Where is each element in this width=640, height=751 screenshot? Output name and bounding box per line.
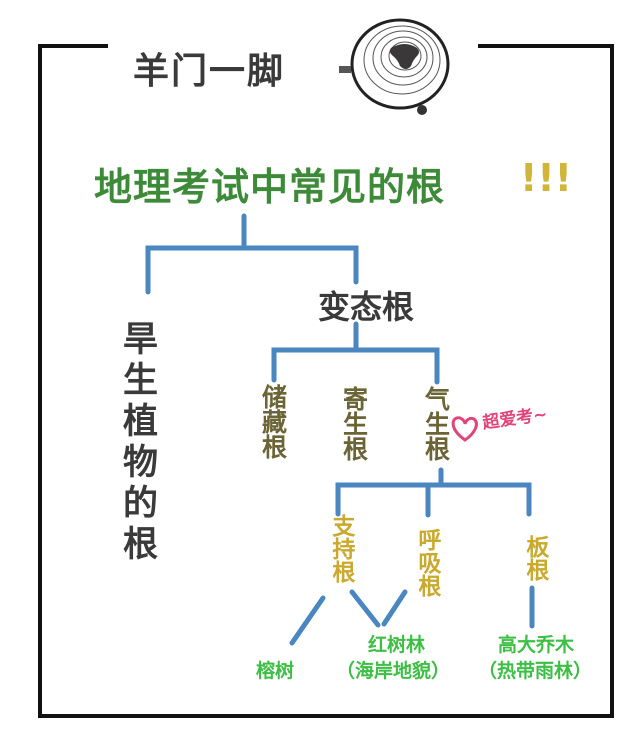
connector-lines <box>145 213 535 646</box>
node-prop-root: 支持根 <box>327 514 354 583</box>
page-title: 地理考试中常见的根 <box>94 165 446 209</box>
node-storage-root: 储藏根 <box>258 384 288 459</box>
node-xerophyte-root: 旱生植物的根 <box>117 320 157 566</box>
sheep-tree-ring-logo <box>339 18 450 115</box>
node-modified-root: 变态根 <box>318 288 415 326</box>
brand-name: 羊门一脚 <box>133 51 286 92</box>
leaf-banyan: 榕树 <box>256 660 295 682</box>
node-buttress-root: 板根 <box>521 535 548 581</box>
leaf-tall-trees: 高大乔木 <box>498 634 575 656</box>
node-parasitic-root: 寄生根 <box>339 386 369 461</box>
node-aerial-root: 气生根 <box>421 386 451 461</box>
node-breathing-root: 呼吸根 <box>413 528 440 597</box>
leaf-mangrove: 红树林 <box>368 634 426 656</box>
leaf-mangrove-note: （海岸地貌） <box>336 660 451 682</box>
title-emphasis: !!! <box>520 156 572 200</box>
heart-icon <box>451 416 478 442</box>
frame <box>38 44 614 718</box>
leaf-tall-trees-note: （热带雨林） <box>478 660 593 682</box>
